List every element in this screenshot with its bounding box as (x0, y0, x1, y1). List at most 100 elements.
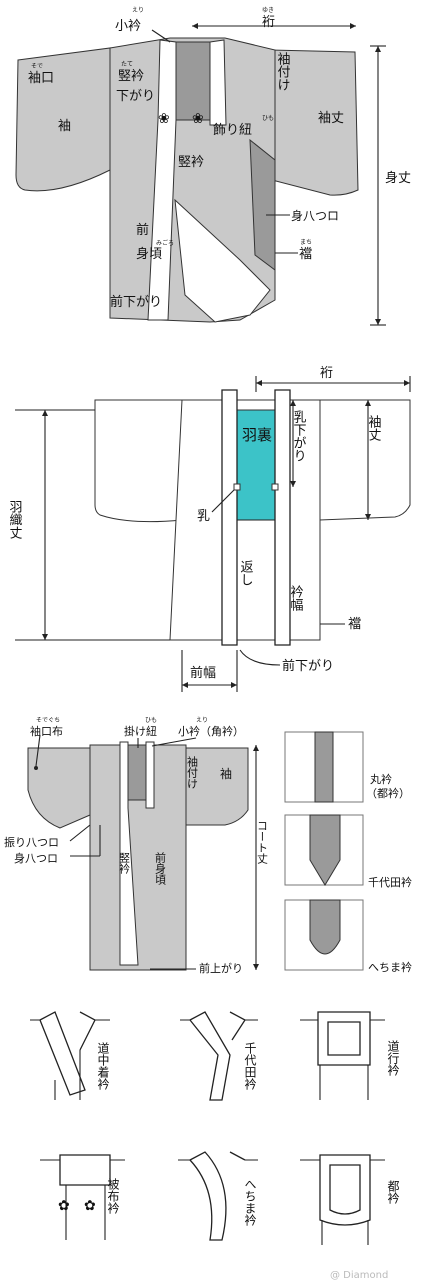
maehaba-label: 前幅 (190, 665, 216, 681)
furiyatsu-label: 振り八つロ (4, 835, 59, 849)
maehaba-arrowhead-right (231, 682, 237, 688)
kimono-knot-icon-left: ❀ (158, 111, 170, 127)
haori-yuki-label: 裄 (320, 366, 333, 381)
chi-label: 乳 (197, 509, 210, 524)
haori-collar-right (274, 389, 291, 646)
sodetake-arrowhead-bottom (365, 514, 371, 520)
chisagari-arrowhead-bottom (290, 481, 296, 487)
kimono-knot-icon-right: ❀ (192, 111, 204, 127)
coat-diagram: そでぐち 袖口布 ひも 掛け紐 えり 小衿（角衿） 袖付け 袖 振り八つロ 身八… (4, 717, 412, 975)
chiyoda-label: 千代田衿 (368, 875, 412, 889)
kakehimo-label: 掛け紐 (124, 724, 157, 738)
sodetsuke-label: 袖付け (275, 52, 291, 91)
yuki-arrowhead-left (192, 23, 198, 29)
kosode-label: 小衿 (115, 19, 141, 34)
coat-cuff-dot (34, 766, 38, 770)
sodetake-label: 袖丈 (318, 111, 344, 126)
miyako-label: 都衿 (386, 1180, 400, 1204)
mitake-arrowhead-bottom (375, 319, 381, 325)
furiyatsu-leader (69, 824, 91, 842)
haori-left-sleeve (94, 399, 183, 523)
haori-machi-label: 襠 (348, 617, 361, 632)
mimigoro-ruby: みごろ (156, 239, 174, 247)
sode-label: 袖 (58, 119, 71, 134)
mitake-label: 身丈 (385, 170, 411, 186)
haoritake-label: 羽織丈 (7, 500, 23, 539)
maru-collar-shape (314, 731, 334, 803)
mimigoro-label: 身頃 (136, 246, 162, 262)
hifu-body-lines (40, 1159, 125, 1240)
haori-maesagari-leader (239, 649, 281, 666)
miyako-collar-shape (319, 1154, 371, 1226)
coat-kosode-ruby: えり (196, 717, 208, 724)
haori-diagram: 裄 羽裏 乳下がり 袖丈 羽織丈 乳 返し 衿幅 襠 前幅 前下がり (7, 366, 411, 692)
haoritake-arrowhead-bottom (42, 634, 48, 640)
hifu-tassel-icon-right: ✿ (84, 1198, 96, 1214)
haori-sodetake-label: 袖丈 (366, 415, 382, 441)
kimono-collar-left (147, 39, 177, 321)
haura-lining (236, 409, 276, 521)
kimono-diagram: ❀ ❀ えり 小衿 ゆき 裄 そで 袖口 たて 竪衿 下がり 袖 袖付け 袖丈 … (15, 7, 411, 326)
yuki-arrowhead-right (350, 23, 356, 29)
coat-miyatsu-label: 身八つロ (14, 851, 58, 865)
sodeguchinuno-leader (35, 734, 41, 767)
coat-right-sleeve (185, 747, 249, 826)
kaeshi-label: 返し (238, 560, 254, 586)
coat-kosode-label: 小衿（角衿） (178, 724, 244, 738)
tateeri-label: 竪衿 (178, 155, 204, 170)
coattake-arrowhead-top (253, 745, 259, 751)
eriHaba-label: 衿幅 (288, 585, 304, 612)
coat-collar-inner (127, 744, 147, 801)
sodeguchi-label: 袖口 (28, 71, 54, 86)
sodetake-arrowhead-top (365, 400, 371, 406)
coat-kosode-leader (151, 737, 197, 747)
coat-sode-label: 袖 (220, 766, 232, 781)
douchuugi-collar-shape (39, 1011, 96, 1096)
douchuugi-body-lines (30, 1019, 110, 1100)
kakehimo-ruby: ひも (145, 717, 157, 724)
douchuugi-label: 道中着衿 (96, 1042, 110, 1090)
kimono-left-sleeve (15, 47, 111, 192)
coattake-label: コート丈 (256, 820, 269, 865)
coat-sodetsuke-label: 袖付け (186, 755, 199, 789)
chiyoda-style-label: 千代田衿 (243, 1042, 257, 1090)
kimono-front-panel (174, 198, 271, 323)
hechima-collar-shape (309, 899, 341, 955)
douyuki-label: 道行衿 (386, 1040, 400, 1076)
chisagari-label: 乳下がり (291, 410, 307, 462)
coat-tateeri-label: 竪衿 (118, 852, 131, 875)
sodeguchi-ruby: そで (31, 63, 43, 70)
haori-yuki-arrowhead-left (256, 380, 262, 386)
hifu-label: 被布衿 (106, 1178, 120, 1214)
coattake-arrowhead-bottom (253, 964, 259, 970)
hifu-tassel-icon-left: ✿ (58, 1198, 70, 1214)
coat-collar-left (119, 741, 139, 966)
hechima-style-label: へちま衿 (243, 1178, 257, 1226)
chiyoda-collar-shape (309, 814, 341, 886)
maesagari-label: 前下がり (110, 294, 162, 310)
yuki-label: 裄 (262, 15, 275, 30)
kimono-collar-inner (174, 41, 211, 121)
machi-label: 襠 (299, 247, 312, 262)
chi-left-loop (233, 483, 241, 491)
kazarihimo-label: 飾り紐 (213, 123, 252, 138)
sagari-label: 下がり (116, 89, 155, 104)
hifu-collar-shape (59, 1154, 111, 1186)
chi-right-loop (271, 483, 279, 491)
coat-left-sleeve (27, 747, 91, 829)
coat-collar-right (145, 741, 155, 809)
machi-ruby: まち (300, 239, 312, 246)
haura-label: 羽裏 (242, 426, 272, 444)
hechima-style-shape (188, 1151, 246, 1241)
chi-leader (211, 489, 235, 513)
tatemae-label: 竪衿 (118, 69, 144, 84)
sodeguchinuno-ruby: そでぐち (36, 717, 60, 724)
watermark: @ Diamond (330, 1270, 388, 1281)
hechima-label: へちま衿 (368, 960, 412, 974)
douyuki-body-lines (300, 1019, 385, 1100)
yuki-ruby: ゆき (262, 7, 274, 14)
maehaba-arrowhead-left (182, 682, 188, 688)
haori-yuki-arrowhead-right (404, 380, 410, 386)
douyuki-collar-shape (317, 1011, 371, 1066)
